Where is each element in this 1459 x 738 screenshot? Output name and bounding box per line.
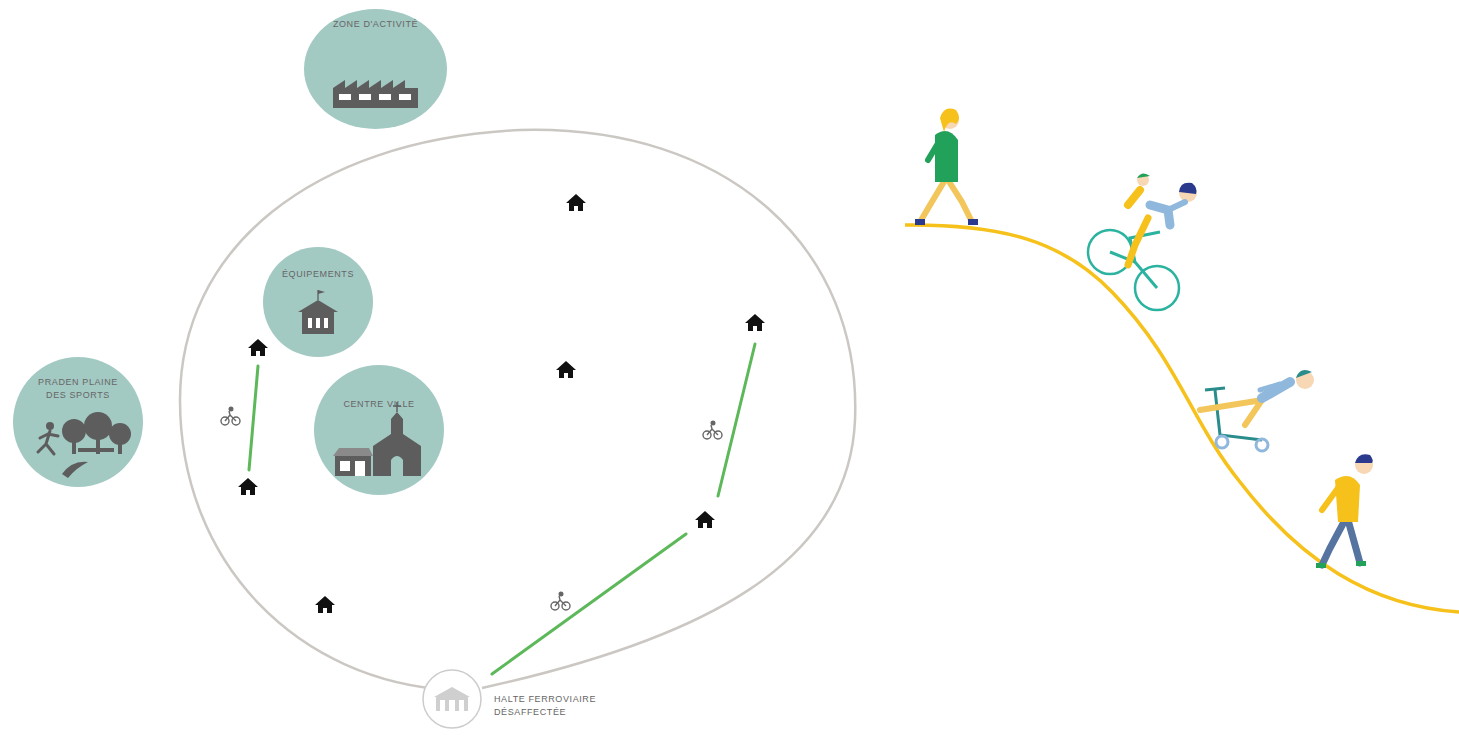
bubble-label: PRADEN PLAINE DES SPORTS (32, 376, 124, 402)
walking-woman (915, 109, 978, 225)
bubble-icon (434, 687, 470, 711)
bubble-label: CENTRE VILLE (343, 398, 415, 411)
house-icons (238, 194, 765, 613)
cycle-links (249, 344, 755, 674)
walking-man (1316, 454, 1373, 568)
bubble-label: HALTE FERROVIAIRE DÉSAFFECTÉE (494, 693, 618, 719)
bubble-icon (333, 80, 418, 108)
bubble-shape (262, 246, 374, 358)
bubble-icon (333, 402, 421, 476)
cyclist (1088, 173, 1197, 310)
slope-curve (905, 225, 1459, 612)
bubble-label: ZONE D'ACTIVITÉ (315, 18, 436, 31)
bubble-shape (313, 364, 445, 496)
bubble-node: ZONE D'ACTIVITÉ (303, 8, 448, 130)
town-outline (180, 130, 855, 690)
bubble-icon (298, 290, 338, 334)
bubble-label: ÉQUIPEMENTS (268, 268, 368, 281)
bubble-node: PRADEN PLAINE DES SPORTS (12, 356, 144, 488)
bike-icons (221, 407, 722, 610)
bubble-node: CENTRE VILLE (313, 364, 445, 496)
bubble-node: HALTE FERROVIAIRE DÉSAFFECTÉE (422, 667, 622, 731)
bubble-icon (38, 412, 131, 478)
bubble-node: ÉQUIPEMENTS (262, 246, 374, 358)
scooter-rider (1200, 370, 1314, 451)
bubble-shape (12, 356, 144, 488)
